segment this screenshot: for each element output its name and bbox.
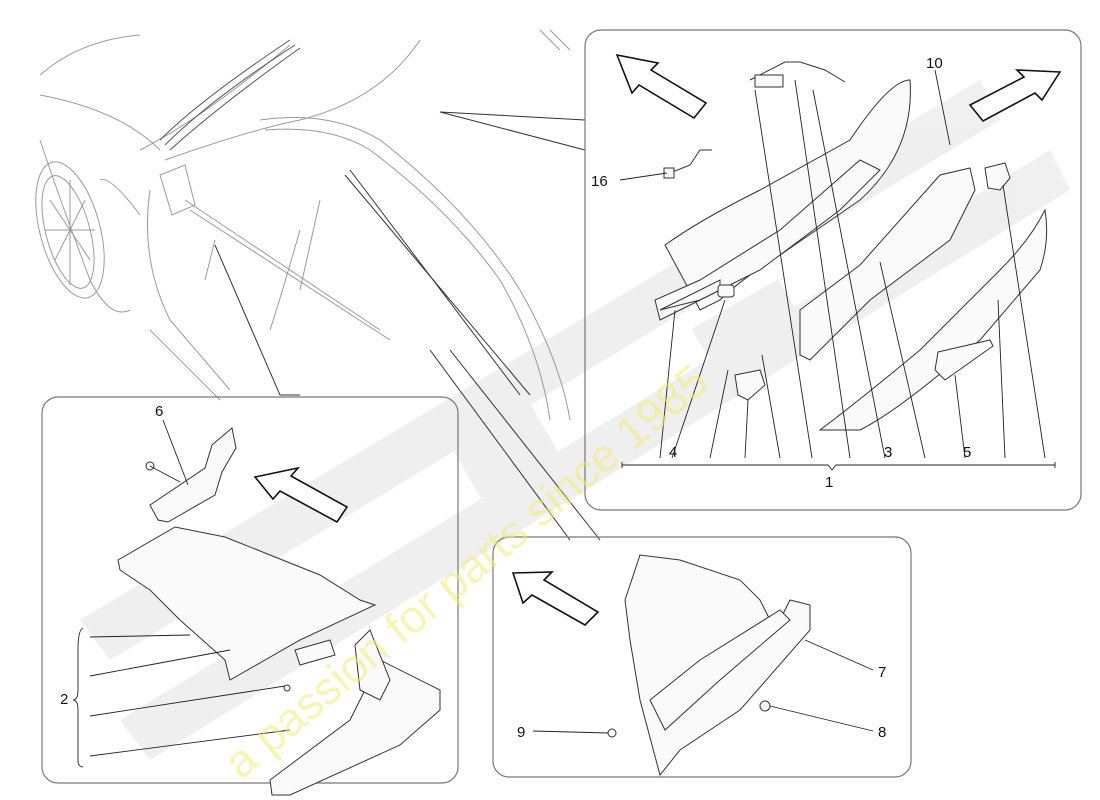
- part-label-9: 9: [517, 724, 526, 741]
- callout-leader-lines: [214, 111, 601, 541]
- panel-bottom-left: [41, 396, 459, 784]
- part-leader-lines: [619, 69, 1056, 471]
- part-label-1: 1: [825, 474, 834, 491]
- panel-top-right: [584, 29, 1082, 511]
- part-leader-lines-bottom-left: [72, 419, 291, 768]
- part-label-7: 7: [878, 664, 887, 681]
- panel-bottom-middle: [492, 536, 912, 778]
- glovebox-bin-illustration: [117, 427, 441, 796]
- wiper-illustration: [159, 39, 301, 151]
- part-label-6: 6: [155, 403, 164, 420]
- part-label-5: 5: [963, 444, 972, 461]
- glovebox-complete-illustration: [607, 554, 811, 777]
- part-label-8: 8: [878, 724, 887, 741]
- car-outline-illustration: [35, 29, 571, 421]
- part-label-3: 3: [884, 444, 893, 461]
- part-leader-lines-bottom-middle: [532, 639, 874, 734]
- part-label-10: 10: [926, 55, 943, 72]
- part-label-2: 2: [60, 691, 69, 708]
- part-label-16: 16: [591, 173, 608, 190]
- glovebox-assembly-illustration: [654, 61, 1048, 431]
- part-label-4: 4: [669, 444, 678, 461]
- direction-arrow-icon: [253, 53, 1062, 626]
